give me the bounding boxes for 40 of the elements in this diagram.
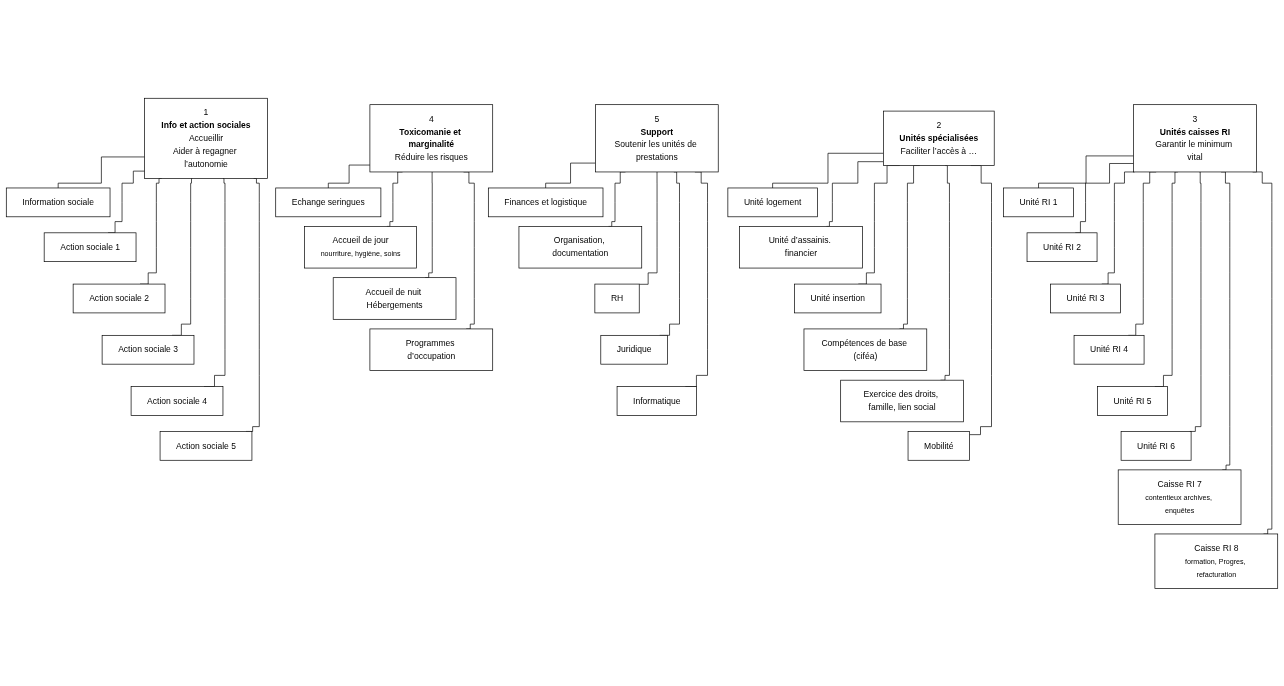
node-box: Unité logement bbox=[727, 187, 818, 217]
node-box: Action sociale 5 bbox=[159, 430, 253, 461]
node-box: Informatique bbox=[616, 385, 697, 416]
node-box: 2 Unités spécialisées Faciliter l’accès à … bbox=[883, 110, 995, 166]
node-box: Unité RI 1 bbox=[1003, 187, 1074, 217]
node-box: 1 Info et action sociales Accueillir Aider à regagner l’autonomie bbox=[144, 97, 268, 179]
node-box: 3 Unités caisses RI Garantir le minimum vital bbox=[1133, 104, 1257, 172]
node-box: Echange seringues bbox=[275, 187, 382, 217]
node-box: Information sociale bbox=[5, 187, 111, 217]
node-box: RH bbox=[594, 283, 640, 313]
node-box: Unité RI 4 bbox=[1073, 334, 1145, 365]
node-box: Programmes d’occupation bbox=[369, 328, 494, 371]
node-box: Finances et logistique bbox=[488, 187, 604, 217]
connector bbox=[1189, 171, 1202, 432]
node-box: Unité d’assainis. financier bbox=[739, 225, 863, 269]
node-box: Exercice des droits, famille, lien social bbox=[840, 379, 964, 422]
node-box: Unité RI 2 bbox=[1026, 232, 1098, 262]
node-box: Accueil de nuit Hébergements bbox=[332, 277, 457, 320]
node-box: Organisation, documentation bbox=[518, 225, 643, 269]
node-box: Juridique bbox=[600, 334, 668, 365]
connector bbox=[826, 161, 884, 227]
node-box: Action sociale 1 bbox=[43, 232, 137, 262]
node-box: 4 Toxicomanie et marginalité Réduire les risques bbox=[369, 104, 494, 172]
node-box: Unité RI 3 bbox=[1050, 283, 1121, 313]
connector bbox=[969, 164, 992, 435]
node-box: Action sociale 4 bbox=[130, 385, 224, 416]
connector bbox=[772, 152, 884, 188]
node-box: Mobilité bbox=[907, 430, 970, 461]
node-box: Action sociale 2 bbox=[72, 283, 166, 313]
node-box: Unité insertion bbox=[794, 283, 882, 313]
node-box: Unité RI 5 bbox=[1097, 385, 1168, 416]
connector bbox=[1038, 155, 1134, 188]
node-box: Unité RI 6 bbox=[1120, 430, 1192, 461]
connector bbox=[57, 156, 145, 188]
connector bbox=[638, 171, 658, 285]
connector bbox=[327, 164, 371, 188]
node-box: Compétences de base (ciféa) bbox=[803, 328, 928, 371]
node-box: Action sociale 3 bbox=[101, 334, 195, 365]
connector bbox=[545, 162, 596, 188]
node-box: 5 Support Soutenir les unités de prestations bbox=[595, 104, 719, 172]
